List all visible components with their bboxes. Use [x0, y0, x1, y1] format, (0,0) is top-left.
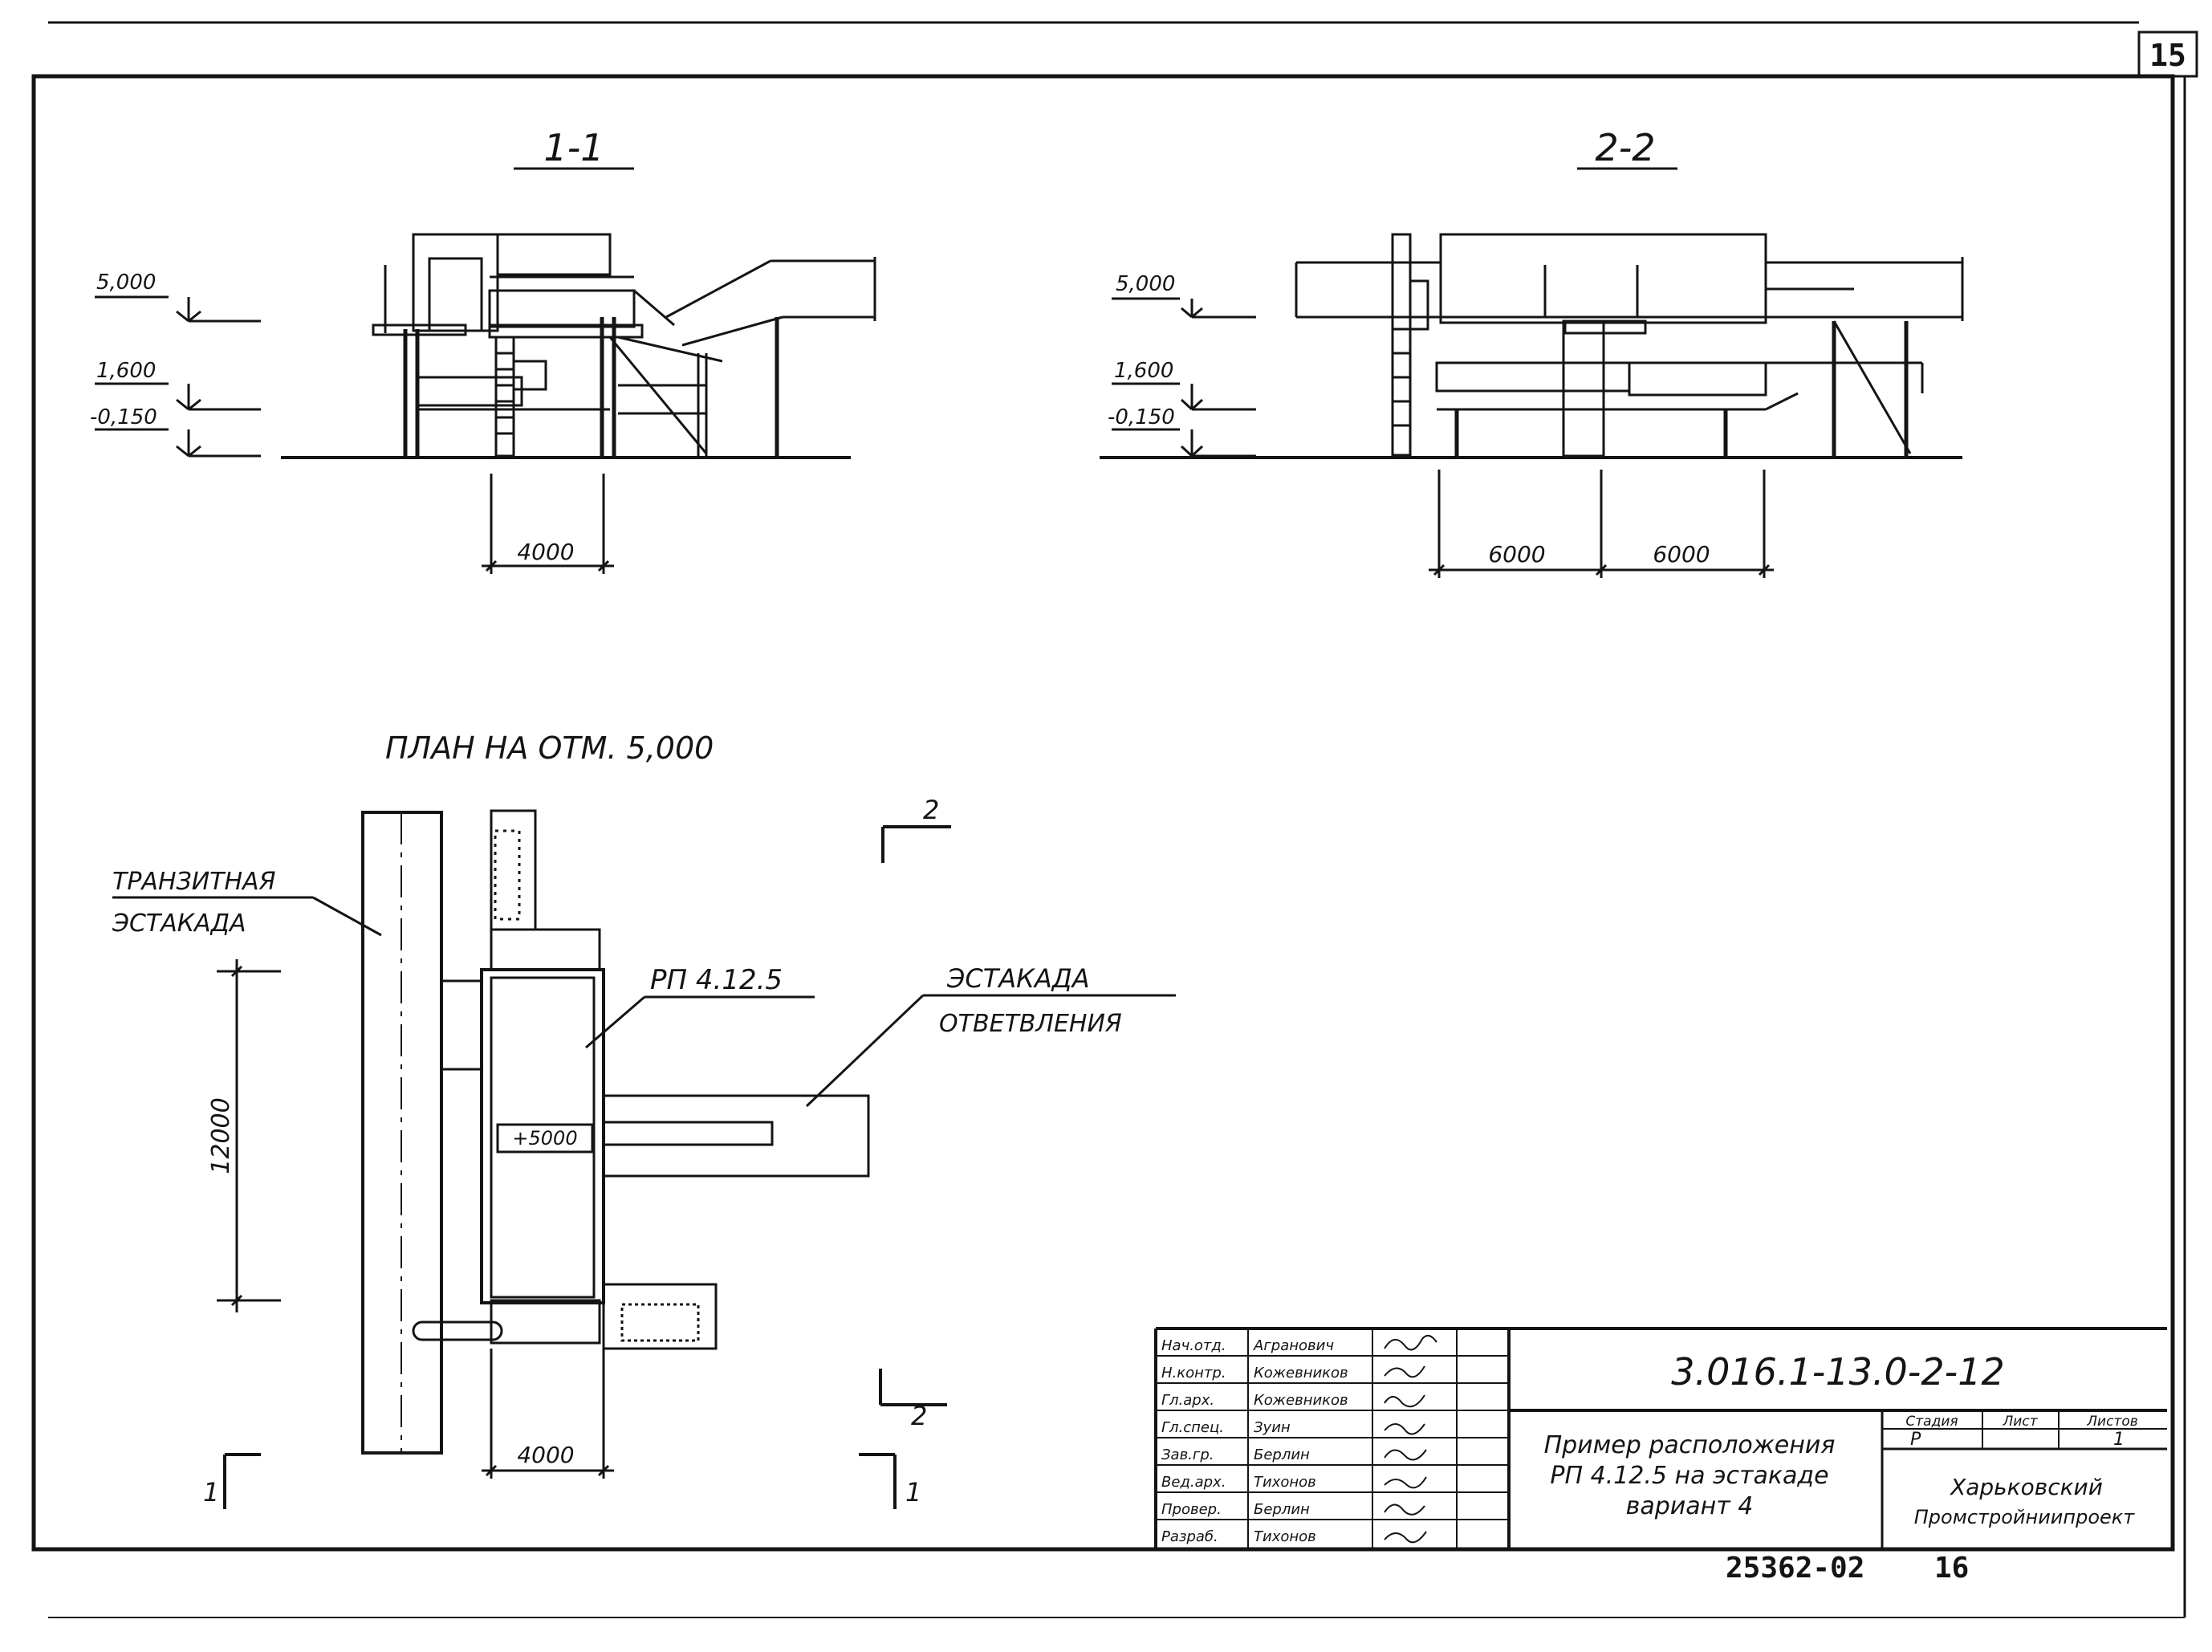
dim-4000-label: 4000	[517, 539, 574, 565]
staff-name: Зуин	[1254, 1419, 1291, 1436]
sheet-header: Лист	[2002, 1414, 2038, 1430]
level-minus0150-label: -0,150	[90, 405, 157, 429]
section-2-2	[1100, 167, 1964, 578]
document-code: 3.016.1-13.0-2-12	[1671, 1350, 2005, 1394]
title-block-staff: Нач.отд. Агранович Н.контр. Кожевников Г…	[1161, 1337, 1348, 1545]
section-1-1-title: 1-1	[543, 126, 604, 169]
level-5000-label: 5,000	[96, 271, 156, 295]
organization-line2: Промстройниипроект	[1914, 1506, 2136, 1528]
cut-mark-1-left: 1	[203, 1477, 219, 1508]
section-2-level-minus0150-label: -0,150	[1108, 405, 1175, 429]
elevation-mark: +5000	[512, 1127, 577, 1149]
staff-role: Нач.отд.	[1161, 1337, 1226, 1354]
plan-title: ПЛАН НА ОТМ. 5,000	[385, 730, 714, 766]
page-number: 15	[2149, 38, 2186, 73]
section-2-level-1600-label: 1,600	[1114, 359, 1173, 383]
staff-name: Кожевников	[1254, 1365, 1348, 1381]
archive-page: 16	[1934, 1552, 1969, 1585]
sheets-value: 1	[2113, 1430, 2125, 1450]
stage-value: Р	[1910, 1430, 1921, 1450]
staff-name: Берлин	[1254, 1501, 1310, 1518]
section-1-1	[95, 167, 876, 574]
section-2-2-title: 2-2	[1595, 126, 1655, 169]
staff-role: Зав.гр.	[1161, 1447, 1214, 1463]
signatures	[1384, 1334, 1437, 1544]
staff-name: Тихонов	[1254, 1528, 1316, 1545]
staff-role: Вед.арх.	[1161, 1474, 1226, 1491]
staff-role: Гл.спец.	[1161, 1419, 1224, 1436]
cut-mark-1-mid: 1	[905, 1477, 921, 1508]
staff-role: Разраб.	[1161, 1528, 1218, 1545]
transit-overpass-label-line2: ЭСТАКАДА	[112, 909, 246, 938]
description-line3: вариант 4	[1626, 1492, 1754, 1520]
dim-6000-right-label: 6000	[1653, 541, 1710, 568]
sheet-frame	[31, 21, 2198, 1618]
staff-name: Берлин	[1254, 1447, 1310, 1463]
module-label: РП 4.12.5	[650, 964, 783, 996]
staff-name: Агранович	[1253, 1337, 1334, 1354]
plan-dim-4000-label: 4000	[517, 1442, 574, 1468]
staff-role: Провер.	[1161, 1501, 1222, 1518]
cut-mark-2-bottom: 2	[911, 1401, 927, 1431]
section-2-level-5000-label: 5,000	[1116, 272, 1175, 296]
level-1600-label: 1,600	[96, 359, 156, 383]
staff-name: Тихонов	[1254, 1474, 1316, 1491]
dim-6000-left-label: 6000	[1488, 541, 1545, 568]
branch-overpass-label-line2: ОТВЕТВЛЕНИЯ	[939, 1010, 1122, 1038]
title-block	[1154, 1327, 2167, 1548]
organization-line1: Харьковский	[1949, 1474, 2103, 1500]
description-line2: РП 4.12.5 на эстакаде	[1550, 1462, 1828, 1490]
staff-name: Кожевников	[1254, 1392, 1348, 1409]
description-line1: Пример расположения	[1544, 1431, 1836, 1459]
staff-role: Гл.арх.	[1161, 1392, 1214, 1409]
sheets-header: Листов	[2086, 1414, 2138, 1430]
archive-number: 25362-02	[1726, 1552, 1864, 1585]
transit-overpass-label-line1: ТРАНЗИТНАЯ	[112, 868, 276, 896]
plan-view	[112, 809, 1176, 1509]
staff-role: Н.контр.	[1161, 1365, 1226, 1381]
stage-header: Стадия	[1905, 1414, 1958, 1430]
dim-12000-label: 12000	[207, 1097, 235, 1174]
branch-overpass-label-line1: ЭСТАКАДА	[946, 963, 1090, 994]
cut-mark-2-top: 2	[923, 795, 939, 825]
